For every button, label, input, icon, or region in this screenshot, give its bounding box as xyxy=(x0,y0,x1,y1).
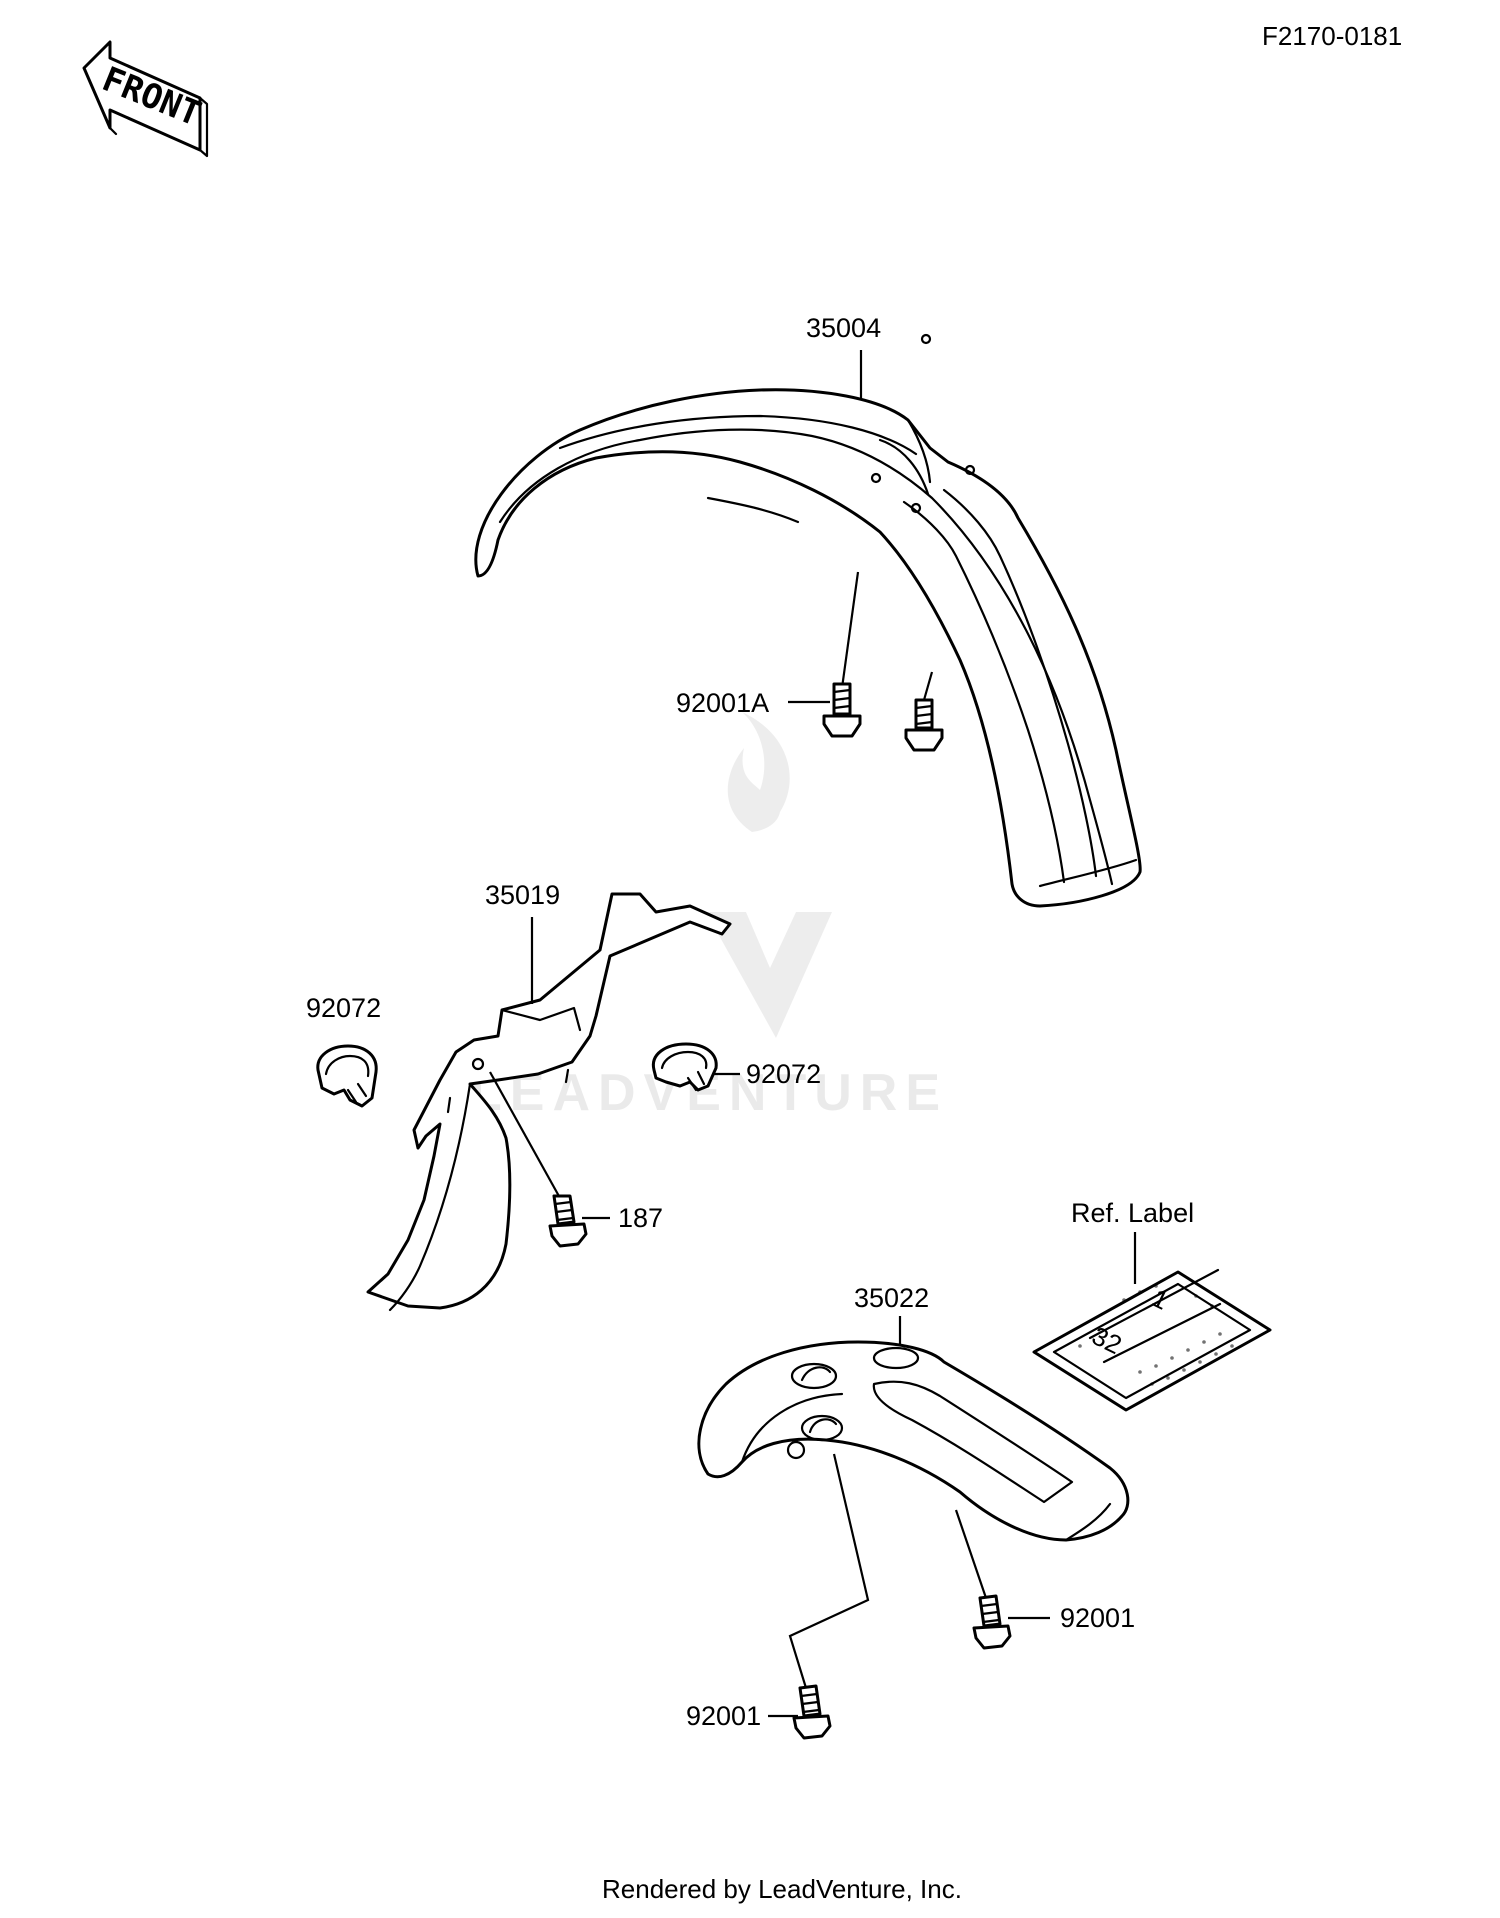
clamp-92072-left-icon xyxy=(316,1044,378,1108)
bolt-92001-bottom-icon xyxy=(788,1453,870,1740)
bolt-92001-right-icon xyxy=(954,1509,1012,1650)
front-direction-arrow-icon: FRONT xyxy=(82,40,209,158)
part-label-92001-right: 92001 xyxy=(1060,1603,1135,1633)
part-label-92072-left: 92072 xyxy=(306,993,381,1023)
bolt-187-icon xyxy=(489,1071,588,1248)
part-label-35004: 35004 xyxy=(806,313,881,343)
clamp-92072-right-icon xyxy=(651,1042,718,1092)
part-label-187: 187 xyxy=(618,1203,663,1233)
footer-credit: Rendered by LeadVenture, Inc. xyxy=(602,1874,962,1904)
part-label-35019: 35019 xyxy=(485,880,560,910)
rear-fender-35022 xyxy=(697,1340,1130,1542)
fender-guard-35019 xyxy=(366,892,732,1312)
part-label-92072-right: 92072 xyxy=(746,1059,821,1089)
bolt-92001a-icon xyxy=(822,571,862,738)
part-label-ref-label: Ref. Label xyxy=(1071,1198,1194,1228)
part-label-92001a: 92001A xyxy=(676,688,769,718)
part-label-92001-bottom: 92001 xyxy=(686,1701,761,1731)
diagram-code: F2170-0181 xyxy=(1262,21,1402,51)
front-fender-35004 xyxy=(474,333,1142,908)
ref-label: 32 1 xyxy=(1032,1268,1272,1412)
part-label-35022: 35022 xyxy=(854,1283,929,1313)
bolt-92001a-second-icon xyxy=(904,671,944,752)
